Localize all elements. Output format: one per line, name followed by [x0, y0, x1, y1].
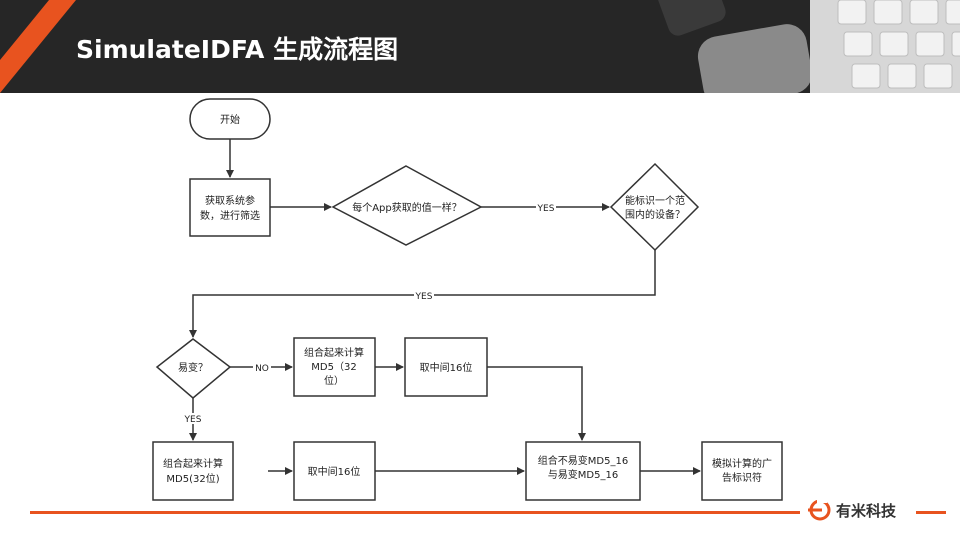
combine-md5-32-b-line2: MD5(32位) — [166, 472, 219, 485]
slide-title: SimulateIDFA 生成流程图 — [76, 35, 399, 64]
volatile-decision — [155, 338, 232, 399]
edge-label-yes-2: YES — [415, 292, 433, 302]
take-middle-a-node — [404, 337, 488, 397]
volatile-label: 易变？ — [178, 361, 208, 374]
take-middle-b-label: 取中间16位 — [308, 465, 361, 478]
start-label: 开始 — [220, 113, 240, 126]
edge-middle-a-to-final — [487, 366, 586, 441]
combine-final-line2: 与易变MD5_16 — [548, 468, 618, 481]
take-middle-b-node — [293, 441, 376, 501]
device-range-label-line1: 能标识一个范 — [625, 194, 685, 207]
combine-md5-32-b-node — [152, 441, 234, 501]
footer-line-left — [30, 511, 800, 514]
combine-md5-32-a-node — [293, 337, 376, 397]
edge-label-yes-3: YES — [184, 415, 202, 425]
footer-line-right — [916, 511, 946, 514]
combine-final-line1: 组合不易变MD5_16 — [538, 454, 628, 467]
accent-triangle-cutout — [0, 0, 49, 60]
get-params-label-line1: 获取系统参 — [205, 194, 255, 207]
combine-md5-32-a-line1: 组合起来计算 — [304, 346, 364, 359]
device-range-label-line2: 围内的设备？ — [625, 208, 685, 221]
brand-logo: 有米科技 — [808, 498, 896, 522]
start-node — [189, 98, 271, 140]
edge-label-no: NO — [255, 364, 269, 374]
combine-md5-32-b-line1: 组合起来计算 — [163, 457, 223, 470]
combine-md5-32-a-line2: MD5（32 — [311, 361, 356, 373]
take-middle-a-label: 取中间16位 — [420, 361, 473, 374]
same-value-label: 每个App获取的值一样？ — [352, 201, 462, 214]
device-range-decision — [609, 162, 700, 252]
same-value-decision — [331, 165, 483, 246]
combine-final-node — [525, 441, 641, 501]
keyboard-photo — [654, 0, 960, 93]
edge-label-yes-1: YES — [537, 204, 555, 214]
brand-name: 有米科技 — [836, 501, 897, 520]
slide-header: SimulateIDFA 生成流程图 — [0, 0, 960, 93]
combine-md5-32-a-line3: 位） — [324, 374, 344, 387]
simulate-line2: 告标识符 — [722, 471, 762, 484]
get-params-node — [189, 178, 271, 237]
brand-mark-icon — [808, 498, 831, 521]
simulate-node — [701, 441, 783, 501]
simulate-line1: 模拟计算的广 — [712, 457, 772, 470]
get-params-label-line2: 数，进行筛选 — [200, 209, 260, 222]
